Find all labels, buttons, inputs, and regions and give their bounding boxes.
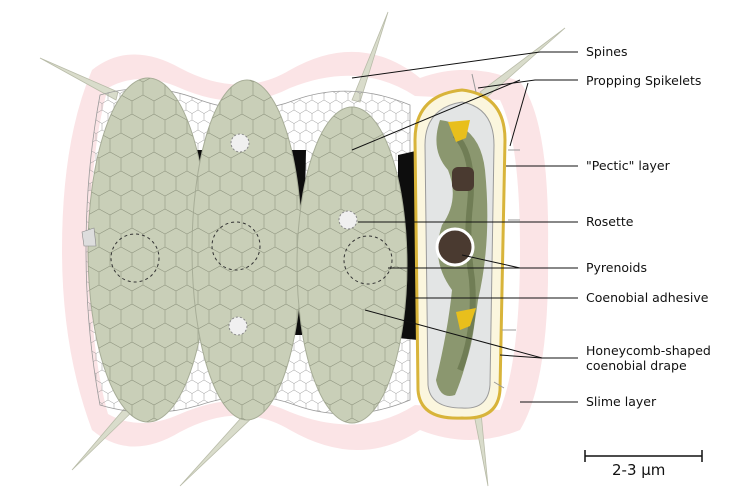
label-rosette: Rosette [586, 214, 633, 229]
label-propping-spikelets: Propping Spikelets [586, 73, 701, 88]
label-honeycomb-line1: Honeycomb-shaped [586, 343, 711, 358]
cell-2 [192, 80, 302, 420]
label-pectic-layer: "Pectic" layer [586, 158, 670, 173]
label-slime-layer: Slime layer [586, 394, 656, 409]
label-honeycomb-line2: coenobial drape [586, 358, 687, 373]
scale-bar-label: 2-3 µm [612, 463, 665, 478]
rosette [339, 211, 357, 229]
pyrenoid-1 [452, 167, 474, 191]
label-spines: Spines [586, 44, 627, 59]
pyrenoid-2 [437, 229, 473, 265]
label-pyrenoids: Pyrenoids [586, 260, 647, 275]
cell-3 [297, 107, 407, 423]
label-coenobial-adhesive: Coenobial adhesive [586, 290, 708, 305]
